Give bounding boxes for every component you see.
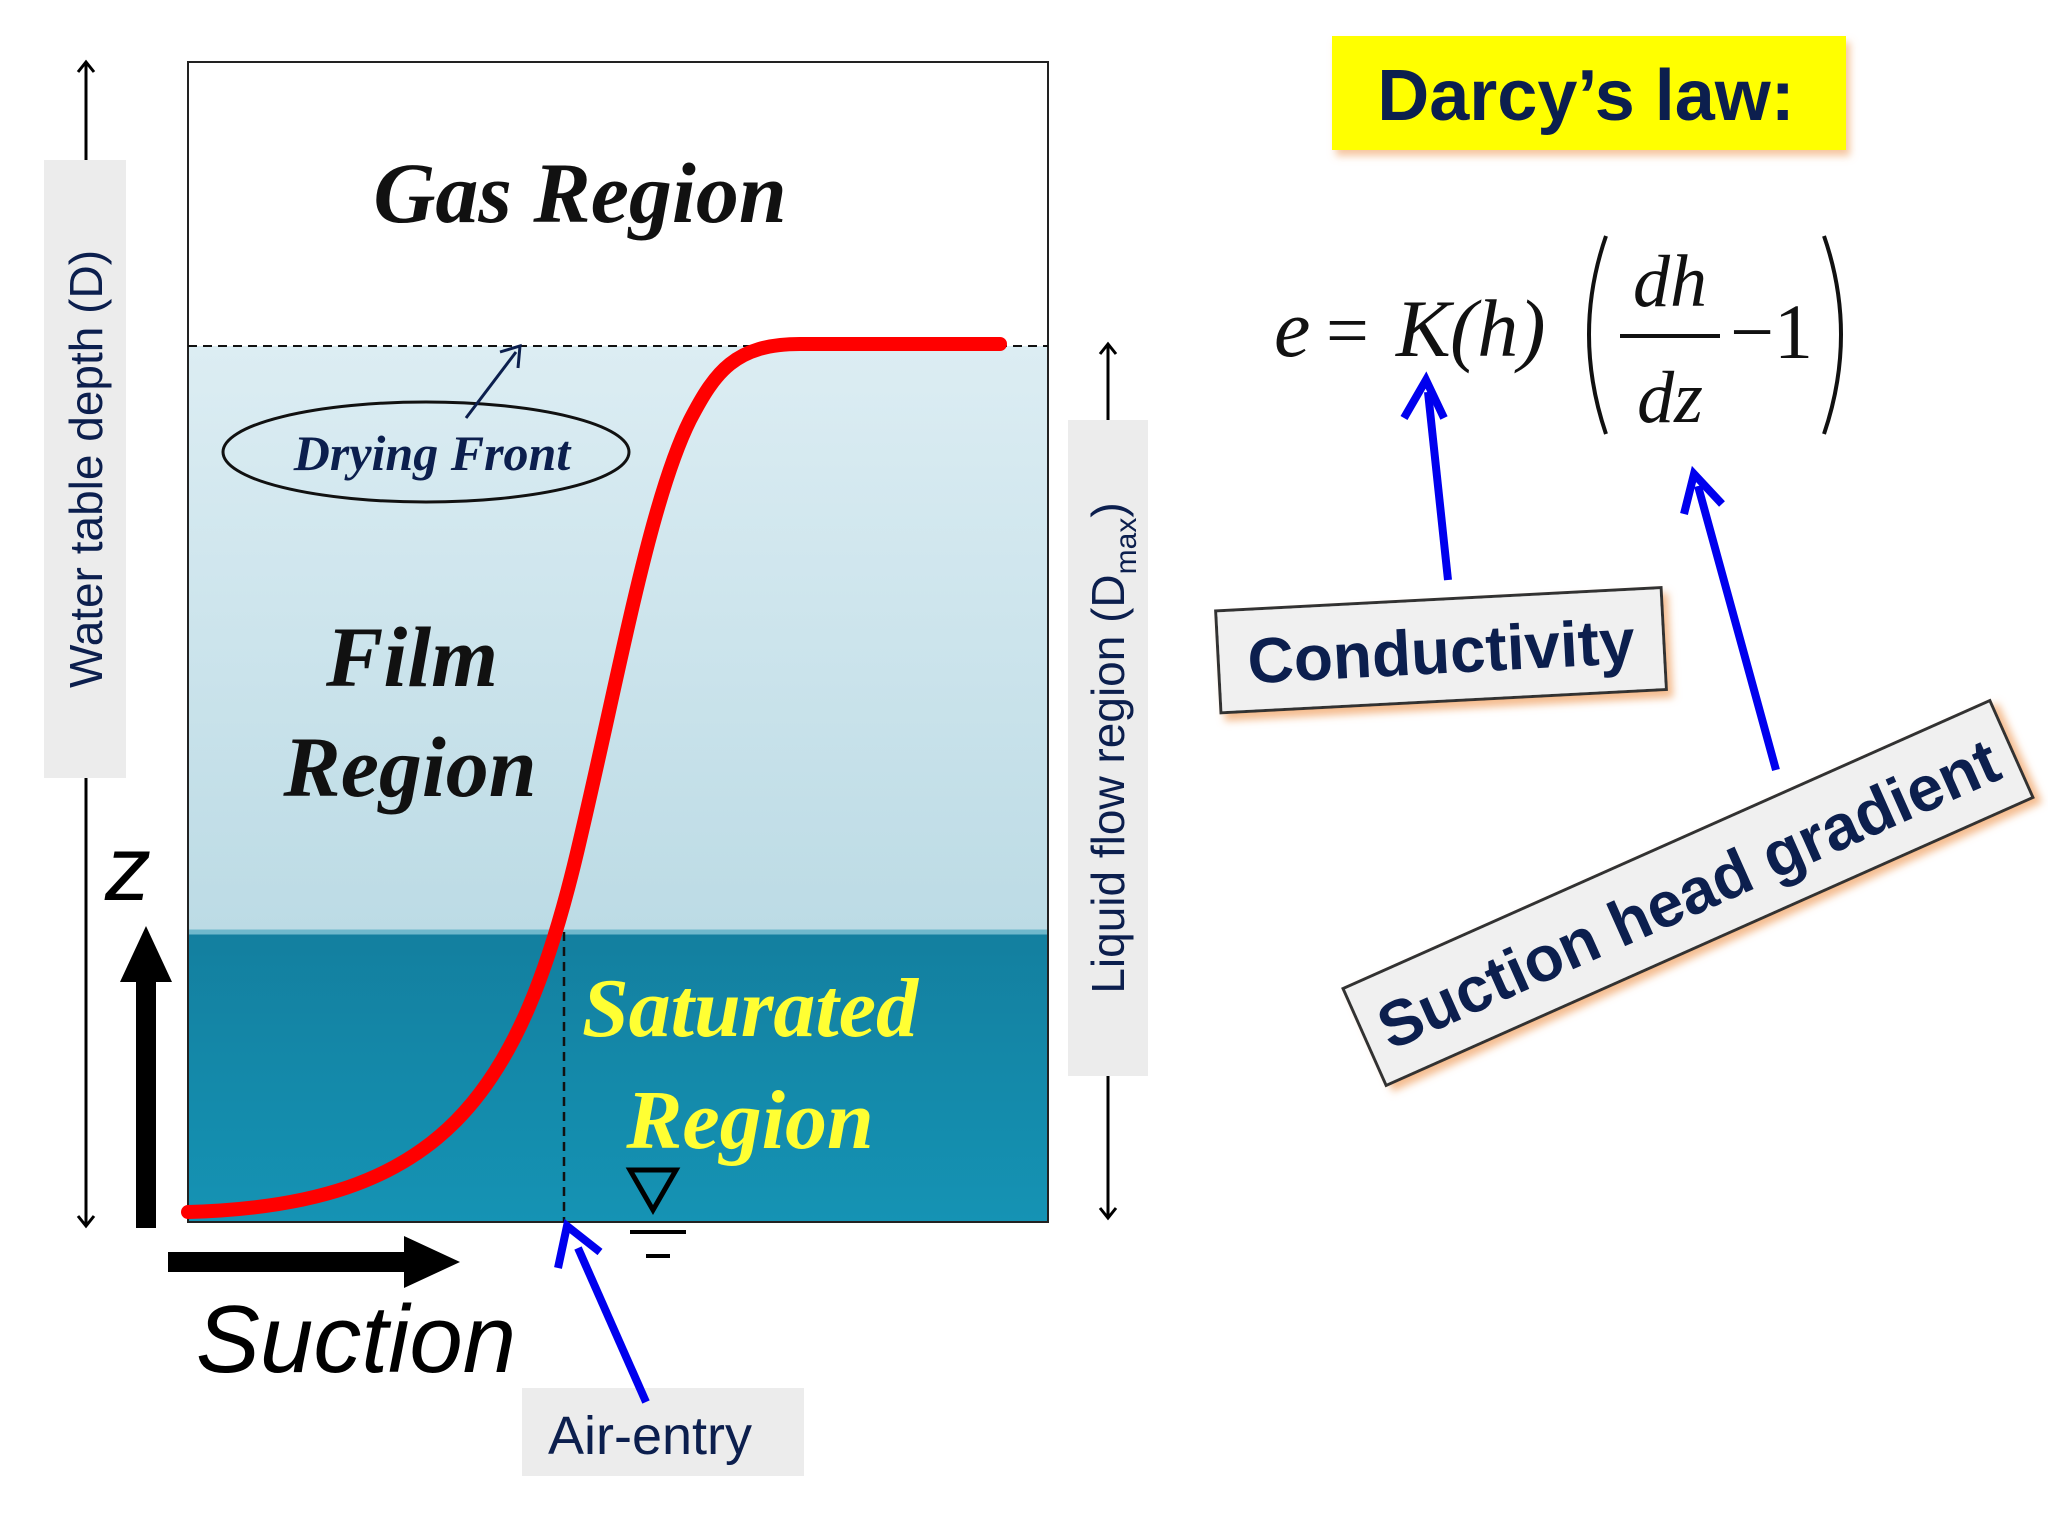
gas-region-label: Gas Region [373, 145, 786, 241]
darcy-equation: e = K (h) dh dz −1 [1274, 235, 1843, 439]
liquid-flow-label-close: ) [1082, 502, 1134, 517]
film-region-label-line2: Region [282, 719, 536, 815]
gas-region-area [188, 62, 1048, 346]
z-axis-label: z [104, 818, 151, 920]
conductivity-label-box [1214, 586, 1668, 715]
z-axis-arrowhead [120, 926, 172, 982]
liquid-flow-label-bg [1068, 420, 1148, 1076]
liquid-flow-label: Liquid flow region (Dmax) [1082, 502, 1143, 993]
equation-right-paren [1822, 235, 1843, 435]
equation-h-arg: (h) [1450, 283, 1546, 374]
conductivity-callout: Conductivity [1214, 586, 1668, 715]
air-entry-arrow [574, 1246, 650, 1404]
equation-denominator: dz [1637, 357, 1703, 439]
air-entry-label: Air-entry [548, 1406, 752, 1466]
gradient-label-box [1341, 698, 2035, 1088]
water-table-depth-label: Water table depth (D) [60, 250, 112, 688]
drying-front-arrow [464, 351, 518, 419]
water-table-depth-label-bg [44, 160, 126, 778]
equation-lhs: e [1274, 283, 1310, 374]
suction-curve [181, 337, 1007, 1219]
drying-front-arrowhead [499, 343, 522, 369]
saturated-region-label-line2: Region [625, 1074, 873, 1167]
suction-axis-arrowhead [404, 1236, 460, 1288]
panel-border [187, 61, 1049, 1223]
suction-axis-label: Suction [196, 1286, 516, 1393]
drying-front-label: Drying Front [293, 425, 573, 481]
darcy-title-bg [1332, 36, 1846, 150]
saturated-region-label-line1: Saturated [582, 962, 920, 1055]
air-entry-label-bg [522, 1388, 804, 1476]
liquid-flow-label-main: Liquid flow region (D [1082, 574, 1134, 993]
gradient-arrow [1694, 484, 1780, 772]
liquid-flow-label-subscript: max [1110, 518, 1143, 575]
equation-left-paren [1587, 235, 1608, 435]
equation-minus-one: −1 [1730, 288, 1813, 375]
air-entry-arrowhead [554, 1218, 603, 1269]
equation-numerator: dh [1633, 241, 1707, 323]
film-region-area [188, 346, 1048, 932]
conductivity-arrowhead [1400, 371, 1448, 421]
drying-front-ellipse [221, 400, 631, 504]
conductivity-arrow [1424, 391, 1452, 581]
film-region-label-line1: Film [325, 609, 498, 705]
darcy-title: Darcy’s law: [1377, 56, 1795, 136]
saturated-region-area [188, 932, 1048, 1222]
gradient-callout: Suction head gradient [1341, 698, 2035, 1088]
water-table-symbol [625, 1167, 686, 1258]
equation-equals: = [1326, 289, 1369, 373]
equation-k: K [1395, 283, 1455, 374]
gradient-arrowhead [1680, 465, 1725, 515]
gradient-label: Suction head gradient [1367, 724, 2010, 1063]
